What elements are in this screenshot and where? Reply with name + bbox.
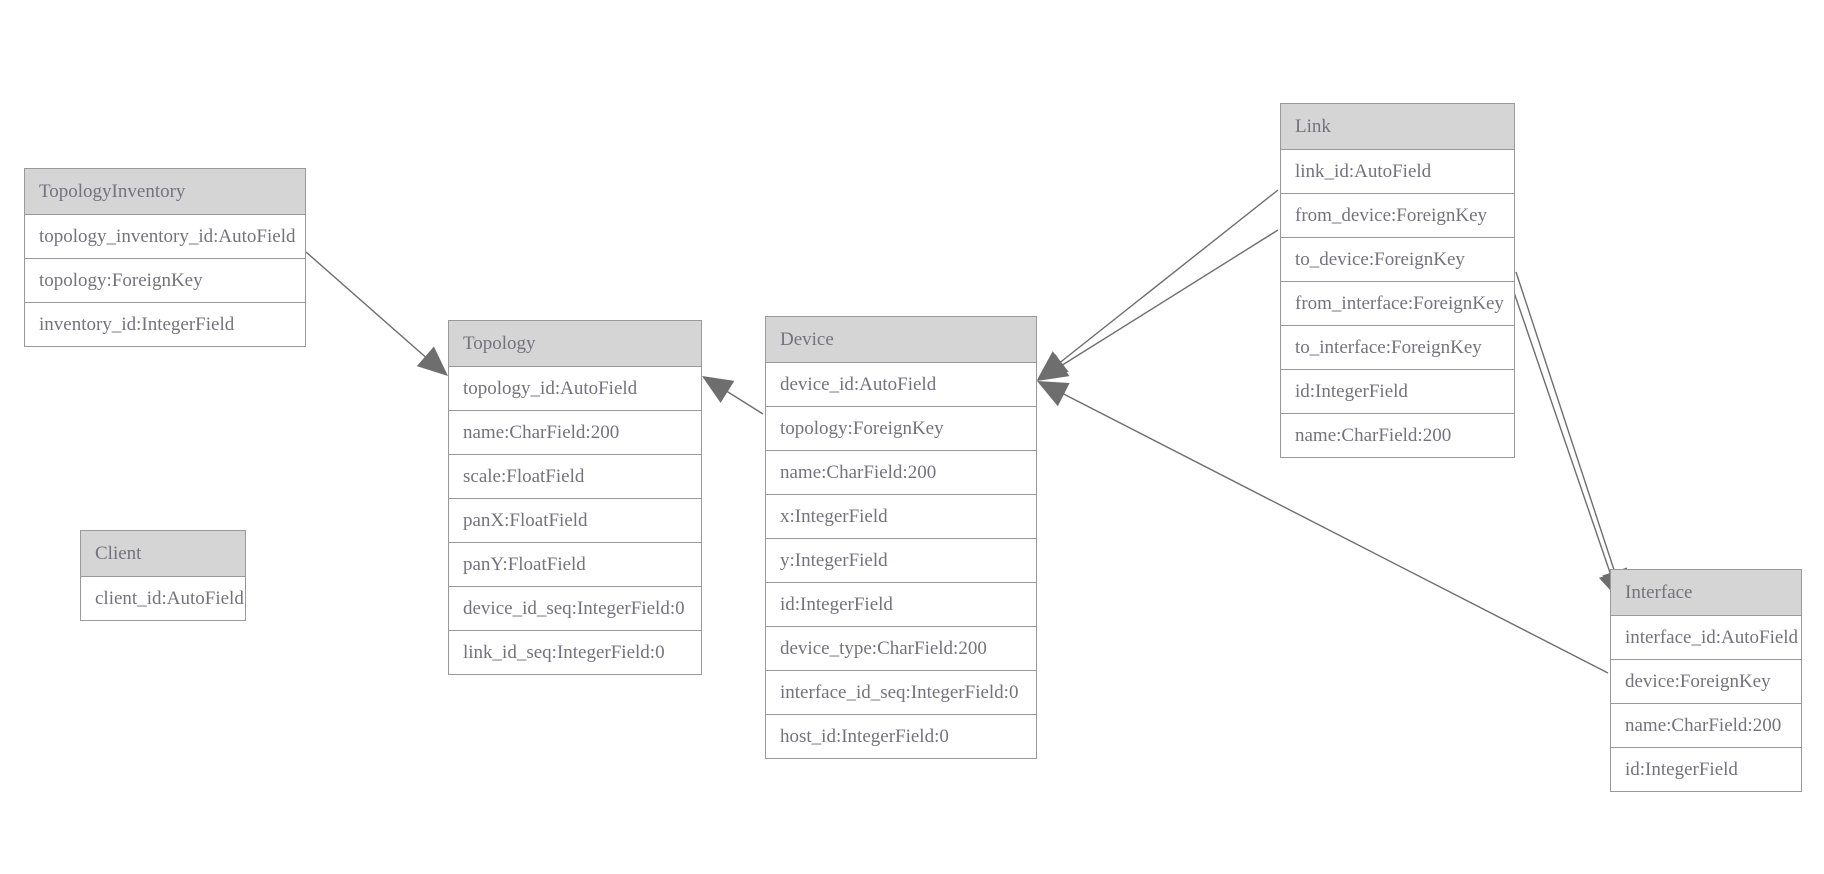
entity-field-row[interactable]: inventory_id:IntegerField (25, 303, 305, 346)
entity-field-row[interactable]: device_id:AutoField (766, 363, 1036, 407)
entity-field-row[interactable]: y:IntegerField (766, 539, 1036, 583)
entity-field-row[interactable]: from_device:ForeignKey (1281, 194, 1514, 238)
entity-title-interface: Interface (1611, 570, 1801, 616)
entity-title-link: Link (1281, 104, 1514, 150)
entity-field-row[interactable]: name:CharField:200 (1281, 414, 1514, 457)
entity-field-row[interactable]: panY:FloatField (449, 543, 701, 587)
entity-field-row[interactable]: interface_id:AutoField (1611, 616, 1801, 660)
entity-field-row[interactable]: x:IntegerField (766, 495, 1036, 539)
entity-field-row[interactable]: device:ForeignKey (1611, 660, 1801, 704)
entity-field-row[interactable]: id:IntegerField (766, 583, 1036, 627)
entity-title-topology: Topology (449, 321, 701, 367)
entity-field-row[interactable]: client_id:AutoField (81, 577, 245, 620)
relation-line-rel-link-from-device (1047, 189, 1279, 373)
entity-field-row[interactable]: name:CharField:200 (1611, 704, 1801, 748)
entity-field-row[interactable]: from_interface:ForeignKey (1281, 282, 1514, 326)
entity-field-row[interactable]: topology:ForeignKey (766, 407, 1036, 451)
entity-field-row[interactable]: to_interface:ForeignKey (1281, 326, 1514, 370)
entity-field-row[interactable]: id:IntegerField (1611, 748, 1801, 791)
entity-field-row[interactable]: topology:ForeignKey (25, 259, 305, 303)
entity-field-row[interactable]: device_type:CharField:200 (766, 627, 1036, 671)
entity-field-row[interactable]: link_id:AutoField (1281, 150, 1514, 194)
entity-field-row[interactable]: topology_inventory_id:AutoField (25, 215, 305, 259)
entity-field-row[interactable]: link_id_seq:IntegerField:0 (449, 631, 701, 674)
relation-line-rel-topologyinventory-topology (305, 251, 439, 369)
entity-field-row[interactable]: device_id_seq:IntegerField:0 (449, 587, 701, 631)
entity-field-row[interactable]: topology_id:AutoField (449, 367, 701, 411)
entity-field-row[interactable]: id:IntegerField (1281, 370, 1514, 414)
relation-line-rel-link-to-device (1047, 229, 1279, 375)
entity-field-row[interactable]: name:CharField:200 (449, 411, 701, 455)
entity-title-client: Client (81, 531, 245, 577)
relation-line-rel-device-topology (711, 381, 764, 415)
entity-field-row[interactable]: name:CharField:200 (766, 451, 1036, 495)
entity-title-topology_inventory: TopologyInventory (25, 169, 305, 215)
entity-field-row[interactable]: interface_id_seq:IntegerField:0 (766, 671, 1036, 715)
relation-line-rel-link-to-interface (1506, 271, 1617, 591)
entity-field-row[interactable]: host_id:IntegerField:0 (766, 715, 1036, 758)
entity-field-row[interactable]: to_device:ForeignKey (1281, 238, 1514, 282)
relation-line-rel-link-from-interface (1515, 271, 1621, 589)
entity-title-device: Device (766, 317, 1036, 363)
entity-field-row[interactable]: panX:FloatField (449, 499, 701, 543)
entity-field-row[interactable]: scale:FloatField (449, 455, 701, 499)
